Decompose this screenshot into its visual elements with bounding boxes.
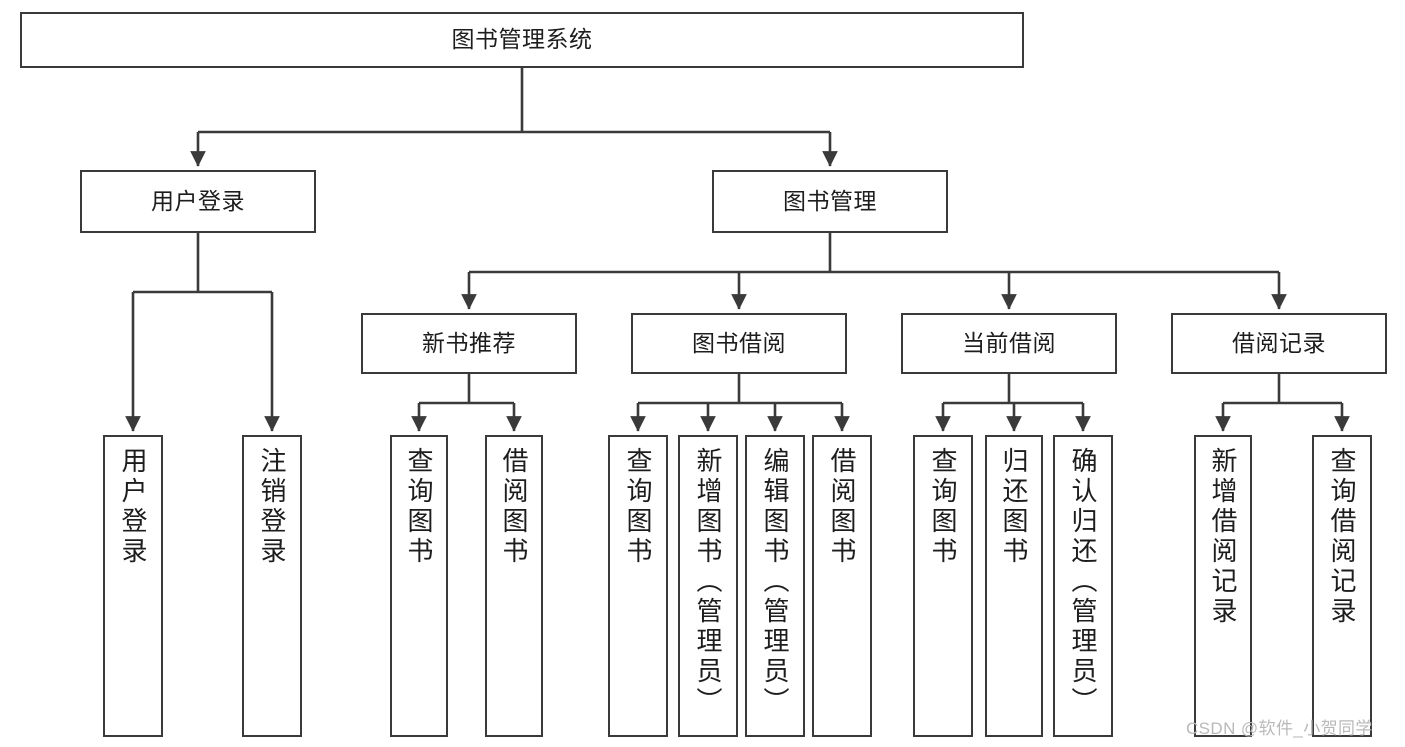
node-label: 图书管理 xyxy=(783,187,877,214)
node-label: 图书管理系统 xyxy=(451,26,593,53)
node-new-book-recommend[interactable]: 新书推荐 xyxy=(361,313,577,374)
leaf-new-book-query-book[interactable]: 查询图书 xyxy=(390,435,448,737)
leaf-current-borrow-confirm-return-admin[interactable]: 确认归还（管理员） xyxy=(1053,435,1113,737)
leaf-current-borrow-query-book[interactable]: 查询图书 xyxy=(913,435,973,737)
leaf-book-borrow-add-book-admin[interactable]: 新增图书（管理员） xyxy=(678,435,738,737)
node-label: 借阅记录 xyxy=(1232,329,1326,356)
node-user-login[interactable]: 用户登录 xyxy=(80,170,316,233)
node-label: 确认归还（管理员） xyxy=(1068,447,1098,717)
leaf-user-login-login[interactable]: 用户登录 xyxy=(103,435,163,737)
node-label: 查询图书 xyxy=(928,447,958,567)
node-root-book-management-system[interactable]: 图书管理系统 xyxy=(20,12,1024,68)
leaf-user-login-logout[interactable]: 注销登录 xyxy=(242,435,302,737)
leaf-book-borrow-borrow-book[interactable]: 借阅图书 xyxy=(812,435,872,737)
node-label: 新增图书（管理员） xyxy=(693,447,723,717)
node-label: 用户登录 xyxy=(151,187,245,214)
node-label: 归还图书 xyxy=(999,447,1029,567)
watermark-text: CSDN @软件_小贺同学 xyxy=(1186,719,1373,738)
node-label: 新增借阅记录 xyxy=(1208,447,1238,627)
node-label: 借阅图书 xyxy=(499,447,529,567)
node-label: 图书借阅 xyxy=(692,329,786,356)
leaf-new-book-borrow-book[interactable]: 借阅图书 xyxy=(485,435,543,737)
node-label: 查询图书 xyxy=(404,447,434,567)
leaf-borrow-record-query-record[interactable]: 查询借阅记录 xyxy=(1312,435,1372,737)
leaf-book-borrow-query-book[interactable]: 查询图书 xyxy=(608,435,668,737)
node-label: 注销登录 xyxy=(257,447,287,567)
node-label: 借阅图书 xyxy=(827,447,857,567)
leaf-book-borrow-edit-book-admin[interactable]: 编辑图书（管理员） xyxy=(745,435,805,737)
node-book-borrow[interactable]: 图书借阅 xyxy=(631,313,847,374)
node-borrow-record[interactable]: 借阅记录 xyxy=(1171,313,1387,374)
node-current-borrow[interactable]: 当前借阅 xyxy=(901,313,1117,374)
node-label: 查询借阅记录 xyxy=(1327,447,1357,627)
node-label: 查询图书 xyxy=(623,447,653,567)
leaf-current-borrow-return-book[interactable]: 归还图书 xyxy=(985,435,1043,737)
node-label: 编辑图书（管理员） xyxy=(760,447,790,717)
node-label: 新书推荐 xyxy=(422,329,516,356)
node-label: 当前借阅 xyxy=(962,329,1056,356)
node-book-management[interactable]: 图书管理 xyxy=(712,170,948,233)
leaf-borrow-record-add-record[interactable]: 新增借阅记录 xyxy=(1194,435,1252,737)
node-label: 用户登录 xyxy=(118,447,148,567)
